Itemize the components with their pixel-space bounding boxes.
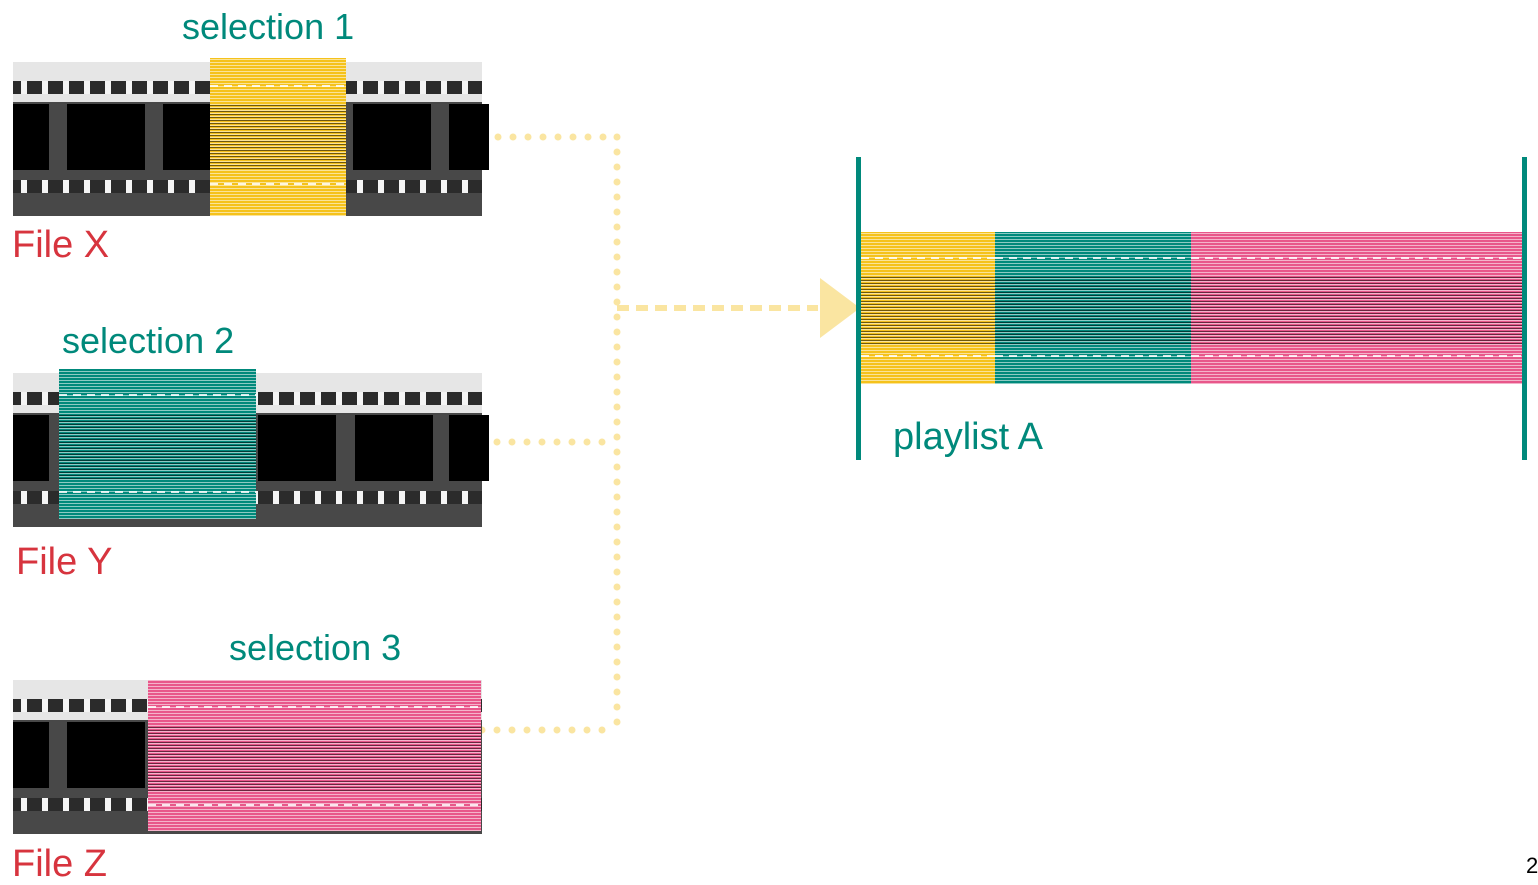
selection-2-label: selection 2 bbox=[62, 320, 235, 361]
arrow-head-icon bbox=[820, 278, 860, 338]
playlist-a-label: playlist A bbox=[893, 416, 1043, 458]
selection-2-highlight bbox=[59, 369, 256, 519]
selection-3-label: selection 3 bbox=[229, 627, 402, 668]
playlist-segment-selection-1 bbox=[861, 232, 995, 384]
file-x-label: File X bbox=[12, 224, 110, 266]
page-number: 2 bbox=[1526, 853, 1538, 878]
playlist-start-marker bbox=[856, 157, 861, 460]
selection-1-label: selection 1 bbox=[182, 6, 355, 47]
file-y-label: File Y bbox=[16, 541, 113, 583]
playlist-segment-selection-2 bbox=[995, 232, 1191, 384]
playlist-segment-selection-3 bbox=[1191, 232, 1522, 384]
file-z-label: File Z bbox=[12, 843, 107, 885]
playlist-end-marker bbox=[1522, 157, 1527, 460]
selection-1-highlight bbox=[210, 58, 346, 216]
selection-3-highlight bbox=[148, 680, 481, 831]
